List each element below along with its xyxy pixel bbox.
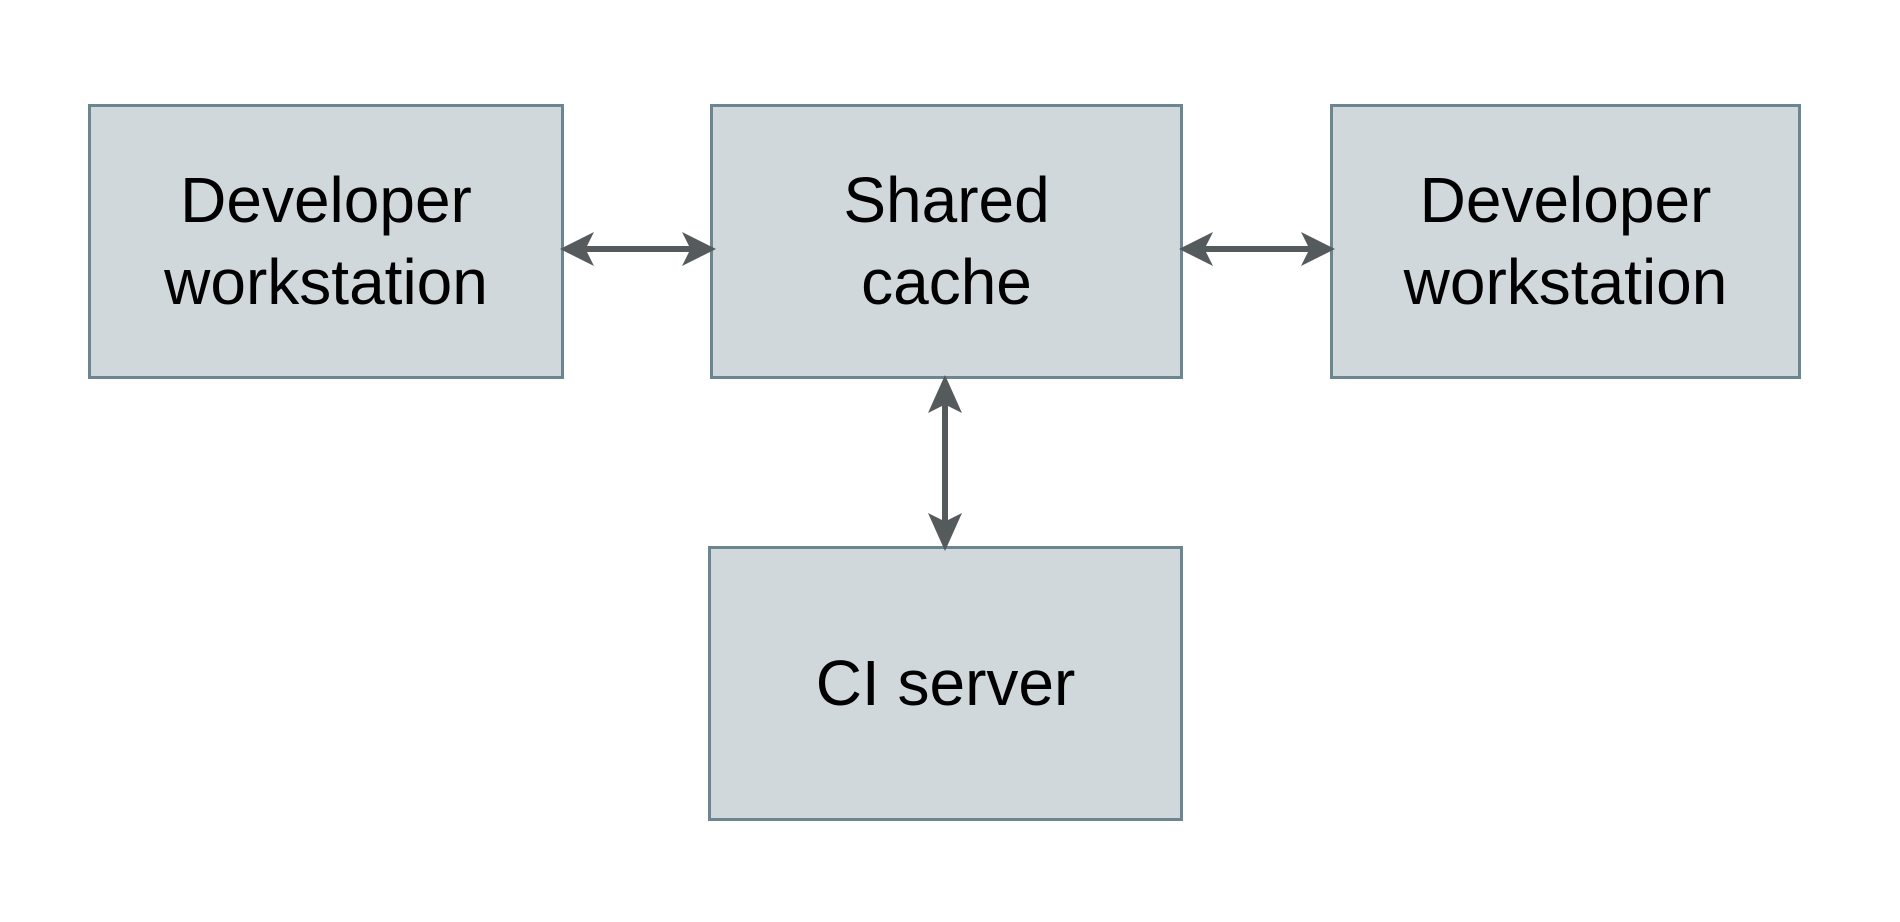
double-arrow-horizontal-icon <box>560 232 716 266</box>
node-label: CI server <box>815 646 1076 719</box>
edge-developer-left-to-shared-cache[interactable] <box>560 212 716 286</box>
node-label: Developer workstation <box>1403 163 1728 318</box>
edge-shared-cache-to-ci-server[interactable] <box>908 375 982 551</box>
double-arrow-vertical-icon <box>928 375 962 551</box>
edge-shared-cache-to-developer-right[interactable] <box>1179 212 1335 286</box>
double-arrow-horizontal-icon <box>1179 232 1335 266</box>
node-developer-workstation-right[interactable]: Developer workstation <box>1330 104 1801 379</box>
node-developer-workstation-left[interactable]: Developer workstation <box>88 104 564 379</box>
node-label: Shared cache <box>843 163 1050 318</box>
node-label: Developer workstation <box>164 163 488 318</box>
node-shared-cache[interactable]: Shared cache <box>710 104 1183 379</box>
node-ci-server[interactable]: CI server <box>708 546 1183 821</box>
